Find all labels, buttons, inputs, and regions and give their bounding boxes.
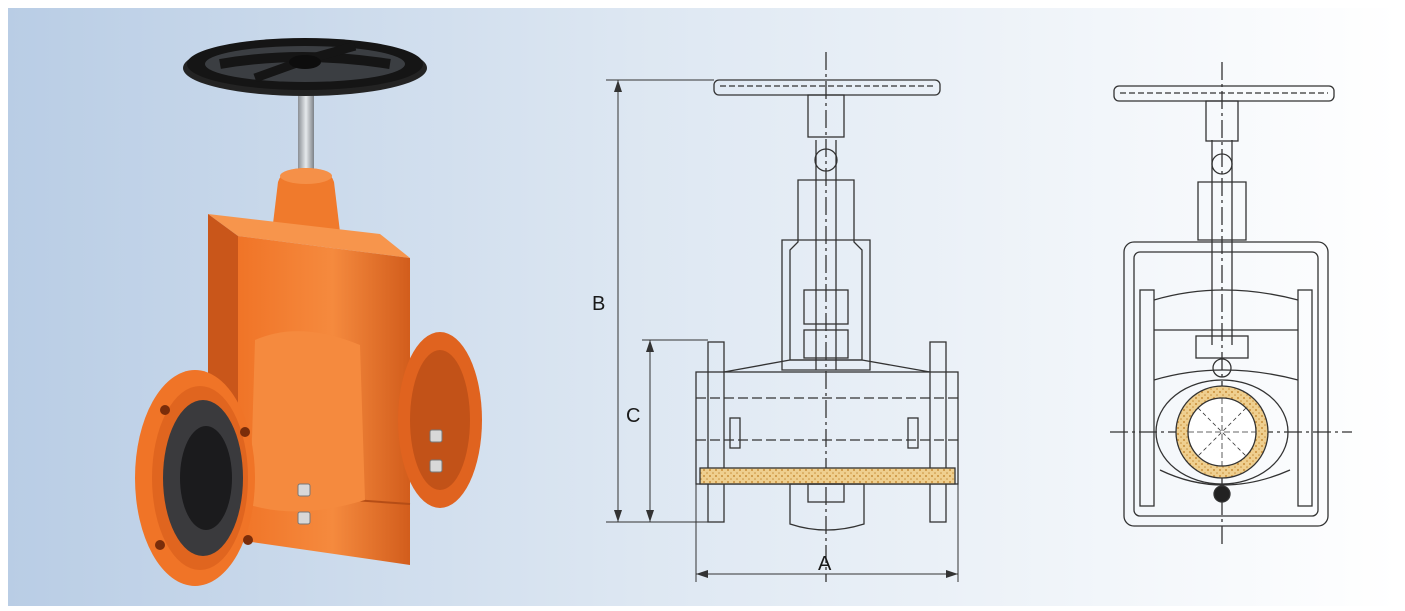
gate-valve-photo	[135, 38, 482, 586]
valve-end-drawing	[1110, 62, 1352, 548]
valve-section-drawing	[606, 52, 959, 582]
dimension-label-a: A	[818, 553, 832, 575]
dimension-label-b: B	[592, 293, 605, 315]
dimension-label-c: C	[626, 405, 640, 427]
